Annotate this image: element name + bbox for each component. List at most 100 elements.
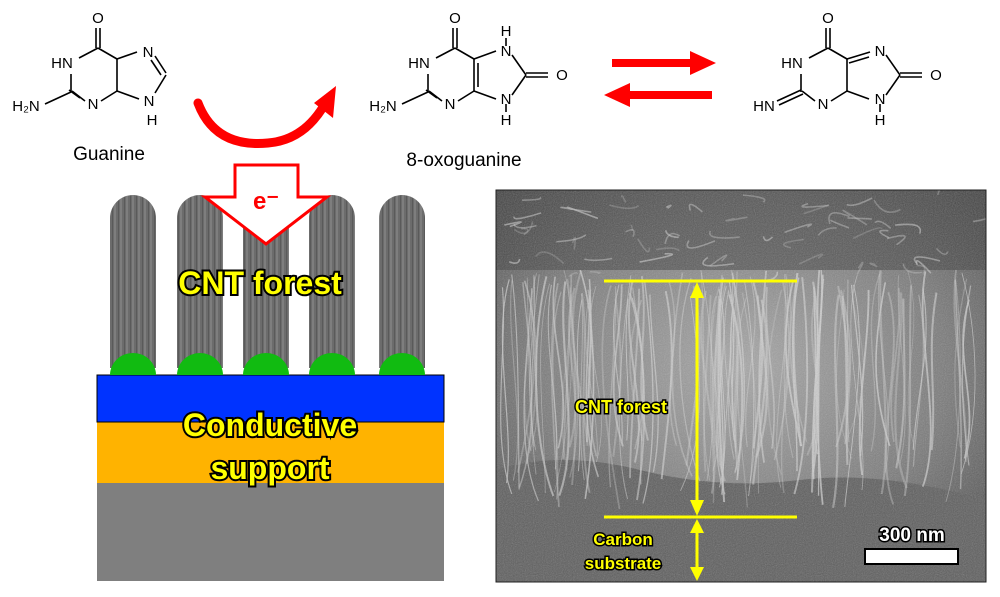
orange-layer <box>97 421 444 483</box>
bond <box>846 90 870 100</box>
bond <box>435 47 456 59</box>
oxoguanine-name: 8-oxoguanine <box>406 150 521 171</box>
atom-hn: HN <box>51 55 73 72</box>
atom-o6: O <box>449 10 461 27</box>
atom-h7: H <box>501 23 512 40</box>
imino-atoms: O HN N HN N O N H <box>753 10 942 129</box>
atom-n9: N <box>501 91 512 108</box>
bond <box>100 90 118 102</box>
sem-noise <box>496 190 986 582</box>
atom-hn1: HN <box>781 55 803 72</box>
cnt-tube <box>243 195 289 368</box>
catalyst-particles <box>110 353 425 375</box>
atom-n7: N <box>875 43 886 60</box>
atom-n9: N <box>875 91 886 108</box>
reverse-arrow-head <box>604 83 630 107</box>
oxoguanine-structure <box>401 28 548 112</box>
blue-layer <box>96 374 445 423</box>
cnt-tubes <box>110 195 425 368</box>
atom-n3: N <box>445 96 456 113</box>
atom-nh2: H₂N <box>12 98 40 115</box>
atom-n7: N <box>143 44 154 61</box>
support-label-line1: Conductive <box>183 407 357 443</box>
atom-n3: N <box>88 96 99 113</box>
bond <box>827 47 848 60</box>
cnt-tube <box>379 195 425 368</box>
atom-o: O <box>92 10 104 27</box>
cnt-tube <box>110 195 156 368</box>
support-label-line2: support <box>210 450 329 486</box>
bond <box>473 50 497 60</box>
bond <box>457 90 475 102</box>
bond <box>401 91 429 105</box>
bond <box>78 47 99 59</box>
atom-h9: H <box>501 112 512 129</box>
bond <box>154 55 167 74</box>
sem-substrate-line2: substrate <box>585 554 662 573</box>
sem-frame <box>495 189 987 583</box>
catalyst-particle <box>379 353 425 375</box>
bond <box>116 90 140 100</box>
scale-bar <box>864 548 959 565</box>
atom-h9: H <box>147 112 158 129</box>
atom-h9: H <box>875 112 886 129</box>
bond <box>885 74 901 96</box>
cnt-tube <box>309 195 355 368</box>
bond <box>885 54 901 76</box>
atom-hn2: HN <box>753 98 775 115</box>
substrate-layer <box>97 483 444 581</box>
reaction-curve-arrow <box>193 86 336 148</box>
bond <box>846 51 871 60</box>
reverse-arrow-shaft <box>626 91 712 99</box>
bond <box>44 91 72 105</box>
atom-n3: N <box>818 96 829 113</box>
atom-n9: N <box>144 93 155 110</box>
bond <box>511 54 527 76</box>
atom-nh2: H₂N <box>369 98 397 115</box>
catalyst-particle <box>177 353 223 375</box>
bond <box>808 47 829 59</box>
electron-label: e⁻ <box>253 188 279 215</box>
electrode-schematic: e⁻ CNT forest Conductive support <box>96 163 445 581</box>
atom-o8: O <box>930 67 942 84</box>
oxoguanine-atoms: O HN N H₂N H N O N H <box>369 10 568 129</box>
catalyst-particle <box>110 353 156 375</box>
equilibrium-arrows <box>604 51 716 107</box>
scale-bar-label: 300 nm <box>879 525 944 546</box>
sem-micrograph <box>496 190 986 582</box>
bond <box>778 93 804 106</box>
atom-n7: N <box>501 43 512 60</box>
bond <box>473 90 497 100</box>
forward-arrow-shaft <box>612 59 694 67</box>
sem-substrate-line1: Carbon <box>593 530 653 549</box>
forward-arrow-head <box>690 51 716 75</box>
atom-o6: O <box>822 10 834 27</box>
bond <box>150 59 162 76</box>
guanine-name: Guanine <box>73 144 145 165</box>
imino-structure <box>776 28 922 112</box>
forest-arrow-head-up <box>690 282 704 298</box>
bond <box>154 74 167 94</box>
substrate-arrow-head-up <box>690 519 704 533</box>
bond <box>776 89 802 102</box>
bond <box>830 90 848 102</box>
bond <box>97 47 118 60</box>
guanine-structure <box>44 28 167 105</box>
sem-cnt-label: CNT forest <box>575 397 667 417</box>
cnt-tube <box>177 195 223 368</box>
forest-arrow-head-down <box>690 500 704 516</box>
catalyst-particle <box>243 353 289 375</box>
bond <box>801 90 816 102</box>
substrate-arrow-head-down <box>690 567 704 581</box>
atom-hn1: HN <box>408 55 430 72</box>
guanine-atoms: O HN N N N H H₂N <box>12 10 157 129</box>
bond <box>848 56 870 64</box>
atom-o8: O <box>556 67 568 84</box>
bond <box>116 51 138 60</box>
bond <box>454 47 475 60</box>
electron-arrow <box>200 163 332 246</box>
cnt-forest-label: CNT forest <box>178 265 342 301</box>
bond <box>511 74 527 96</box>
